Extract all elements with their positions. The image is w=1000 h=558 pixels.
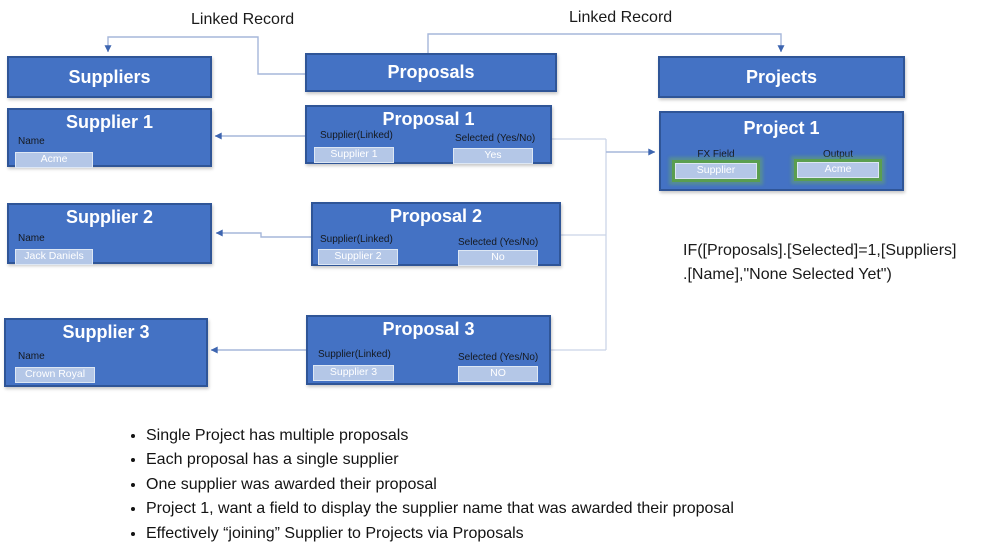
linked-record-label-right: Linked Record (569, 9, 673, 26)
supplier-2-box: Supplier 2 Name Jack Daniels (7, 203, 212, 265)
proposal-2-box: Proposal 2 Supplier(Linked) Supplier 2 S… (311, 202, 561, 266)
proposal-3-title: Proposal 3 (382, 319, 475, 339)
note-item: Single Project has multiple proposals (146, 424, 946, 448)
proposal-1-supplier-label: Supplier(Linked) (320, 130, 393, 141)
proposal-3-selected-field: NO (458, 366, 538, 382)
project-1-output-field: Acme (797, 162, 879, 178)
connector-proposals-to-suppliers (104, 36, 305, 75)
proposal-3-supplier-field: Supplier 3 (313, 365, 394, 381)
supplier-2-name-label: Name (18, 233, 45, 244)
connector-proposal2-to-supplier2 (215, 229, 311, 238)
linked-record-label-left: Linked Record (191, 11, 295, 28)
project-1-title: Project 1 (743, 118, 820, 138)
supplier-3-title: Supplier 3 (62, 322, 150, 342)
proposal-3-box: Proposal 3 Supplier(Linked) Supplier 3 S… (306, 315, 551, 385)
proposal-2-selected-field: No (458, 250, 538, 266)
supplier-1-title: Supplier 1 (65, 112, 154, 132)
proposal-2-supplier-field: Supplier 2 (318, 249, 398, 265)
proposal-3-supplier-label: Supplier(Linked) (318, 349, 391, 360)
formula-line-2: .[Name],"None Selected Yet") (683, 266, 892, 283)
supplier-1-name-field: Acme (15, 152, 93, 168)
supplier-2-name-field: Jack Daniels (15, 249, 93, 265)
proposal-1-selected-field: Yes (453, 148, 533, 164)
notes-list: Single Project has multiple proposals Ea… (122, 424, 946, 546)
proposal-2-title: Proposal 2 (389, 206, 483, 226)
proposal-1-selected-label: Selected (Yes/No) (455, 133, 536, 144)
proposal-3-selected-label: Selected (Yes/No) (458, 352, 539, 363)
connector-proposals-to-projects (427, 33, 785, 55)
proposal-1-box: Proposal 1 Supplier(Linked) Supplier 1 S… (305, 105, 552, 164)
project-1-box: Project 1 FX Field Supplier Output Acme (659, 111, 904, 191)
supplier-1-name-label: Name (18, 136, 45, 147)
project-1-fx-field: Supplier (675, 163, 757, 179)
formula-text: IF([Proposals].[Selected]=1,[Suppliers] … (683, 239, 1000, 287)
supplier-3-name-field: Crown Royal (15, 367, 95, 383)
proposal-2-supplier-label: Supplier(Linked) (320, 234, 393, 245)
note-item: One supplier was awarded their proposal (146, 473, 946, 497)
proposal-1-title: Proposal 1 (382, 109, 475, 129)
supplier-2-title: Supplier 2 (65, 207, 154, 227)
supplier-3-name-label: Name (18, 351, 45, 362)
supplier-3-box: Supplier 3 Name Crown Royal (4, 318, 208, 387)
proposal-1-supplier-field: Supplier 1 (314, 147, 394, 163)
note-item: Effectively “joining” Supplier to Projec… (146, 522, 946, 546)
note-item: Project 1, want a field to display the s… (146, 497, 946, 521)
proposal-2-selected-label: Selected (Yes/No) (458, 237, 539, 248)
supplier-1-box: Supplier 1 Name Acme (7, 108, 212, 168)
suppliers-table-header: Suppliers (7, 56, 212, 98)
project-1-output-label: Output (822, 149, 854, 160)
projects-table-header: Projects (658, 56, 905, 98)
note-item: Each proposal has a single supplier (146, 448, 946, 472)
proposals-table-header: Proposals (305, 53, 557, 92)
formula-line-1: IF([Proposals].[Selected]=1,[Suppliers] (683, 242, 957, 259)
project-1-fx-label: FX Field (697, 149, 735, 160)
